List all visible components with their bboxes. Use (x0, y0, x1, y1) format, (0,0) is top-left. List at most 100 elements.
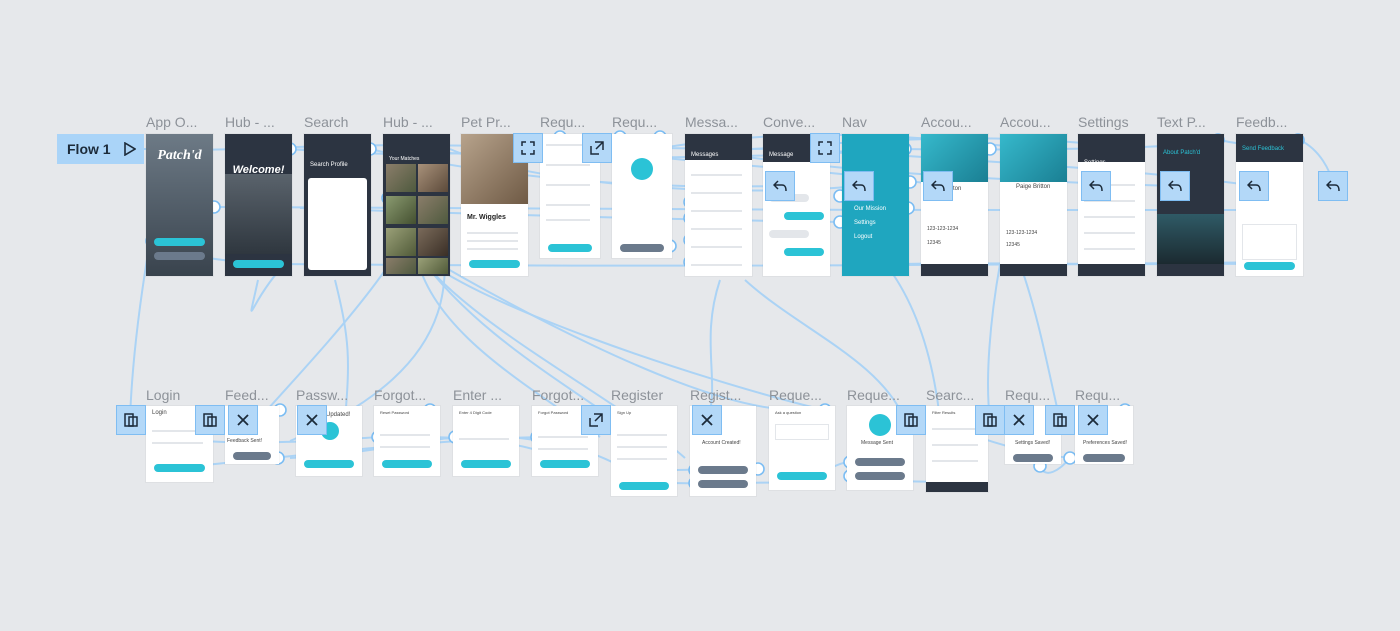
frame-search[interactable]: Search Profile (304, 134, 371, 276)
close-overlay-icon[interactable] (228, 405, 258, 435)
sign-up-button[interactable] (154, 252, 205, 260)
frame-nav[interactable]: Our Mission Settings Logout (842, 134, 909, 276)
play-icon[interactable] (124, 142, 136, 156)
frame-label-request-question: Reque... (769, 387, 822, 403)
overlay-expand-icon[interactable] (513, 133, 543, 163)
frame-label-account-2: Accou... (1000, 114, 1051, 130)
forgot-password-title: Forgot Password (538, 410, 569, 415)
frame-label-registered: Regist... (690, 387, 742, 403)
account-name-2: Paige Britton (1016, 184, 1051, 190)
frame-messages[interactable]: Messages (685, 134, 752, 276)
frame-label-nav: Nav (842, 114, 867, 130)
swap-overlay-icon[interactable] (116, 405, 146, 435)
frame-pet-profile[interactable]: Mr. Wiggles (461, 134, 528, 276)
home-button[interactable] (698, 466, 748, 474)
frame-hub-matches[interactable]: Your Matches (383, 134, 450, 276)
nav-item-mission[interactable]: Our Mission (854, 206, 887, 212)
messages-button-2[interactable] (855, 472, 905, 480)
frame-label-search-filter: Searc... (926, 387, 975, 403)
frame-register[interactable]: Sign Up (611, 406, 677, 496)
frame-account-2[interactable]: Paige Britton 123-123-1234 12345 (1000, 134, 1067, 276)
frame-label-pet-profile: Pet Pr... (461, 114, 511, 130)
frame-label-feedback-sent: Feed... (225, 387, 269, 403)
back-arrow-icon[interactable] (1318, 171, 1348, 201)
frame-label-hub-welcome: Hub - ... (225, 114, 275, 130)
nav-item-logout[interactable]: Logout (854, 234, 873, 240)
brand-logo: Patch'd (157, 148, 202, 163)
frame-settings[interactable]: Settings (1078, 134, 1145, 276)
frame-enter-code[interactable]: Enter 4 Digit Code (453, 406, 519, 476)
view-matches-button[interactable] (1083, 454, 1125, 462)
preferences-saved-title: Preferences Saved! (1083, 440, 1127, 446)
home-button-2[interactable] (855, 458, 905, 466)
frame-label-messages: Messa... (685, 114, 738, 130)
settings-saved-button[interactable] (1013, 454, 1053, 462)
settings-title: Settings (1084, 160, 1106, 166)
open-overlay-icon[interactable] (582, 133, 612, 163)
overlay-expand-icon-2[interactable] (810, 133, 840, 163)
messages-button[interactable] (620, 244, 664, 252)
back-arrow-icon[interactable] (844, 171, 874, 201)
frame-forgot-reset[interactable]: Reset Password (374, 406, 440, 476)
pet-action-button[interactable] (469, 260, 520, 268)
reset-password-title: Reset Password (380, 410, 410, 415)
frame-app-overview[interactable]: Patch'd (146, 134, 213, 276)
frame-label-enter-code: Enter ... (453, 387, 503, 403)
swap-overlay-icon[interactable] (975, 405, 1005, 435)
frame-feedback[interactable]: Send Feedback (1236, 134, 1303, 276)
reset-password-button[interactable] (382, 460, 432, 468)
frame-label-request-2: Requ... (612, 114, 658, 130)
back-arrow-icon[interactable] (923, 171, 953, 201)
feedback-sent-button[interactable] (233, 452, 271, 460)
account-zip: 12345 (927, 240, 941, 246)
messages-title: Messages (691, 152, 719, 158)
frame-label-password-updated: Passw... (296, 387, 349, 403)
swap-overlay-icon[interactable] (896, 405, 926, 435)
frame-account-1[interactable]: Paige Britton 123-123-1234 12345 (921, 134, 988, 276)
close-overlay-icon[interactable] (692, 405, 722, 435)
forgot-continue-button[interactable] (540, 460, 590, 468)
about-title: About Patch'd (1163, 150, 1201, 156)
start-search-button-2[interactable] (698, 480, 748, 488)
pet-name-title: Mr. Wiggles (467, 214, 506, 221)
frame-label-forgot-password: Forgot... (532, 387, 585, 403)
close-overlay-icon[interactable] (297, 405, 327, 435)
send-button[interactable] (777, 472, 827, 480)
nav-item-settings[interactable]: Settings (854, 220, 876, 226)
password-login-button[interactable] (304, 460, 354, 468)
back-arrow-icon[interactable] (765, 171, 795, 201)
frame-text-page[interactable]: About Patch'd (1157, 134, 1224, 276)
settings-saved-title: Settings Saved! (1015, 440, 1051, 446)
swap-overlay-icon[interactable] (1045, 405, 1075, 435)
back-arrow-icon[interactable] (1081, 171, 1111, 201)
start-search-button[interactable] (233, 260, 284, 268)
frame-request-question[interactable]: Ask a question (769, 406, 835, 490)
frame-label-feedback: Feedb... (1236, 114, 1288, 130)
frame-label-request-sent: Reque... (847, 387, 900, 403)
frame-request-2[interactable] (612, 134, 672, 258)
back-arrow-icon[interactable] (1160, 171, 1190, 201)
sign-up-title: Sign Up (617, 410, 632, 415)
account-phone: 123-123-1234 (927, 226, 959, 232)
frame-hub-welcome[interactable]: Welcome! (225, 134, 292, 276)
submit-feedback-button[interactable] (1244, 262, 1295, 270)
swap-overlay-icon[interactable] (195, 405, 225, 435)
close-overlay-icon[interactable] (1004, 405, 1034, 435)
message-sent-check-icon (869, 414, 891, 436)
log-in-button[interactable] (154, 238, 205, 246)
frame-label-login: Login (146, 387, 181, 403)
login-button[interactable] (154, 464, 205, 472)
submit-request-button[interactable] (548, 244, 592, 252)
updated-title: Updated! (326, 412, 351, 418)
frame-label-forgot-reset: Forgot... (374, 387, 427, 403)
back-arrow-icon[interactable] (1239, 171, 1269, 201)
open-overlay-icon[interactable] (581, 405, 611, 435)
register-button[interactable] (619, 482, 669, 490)
frame-label-hub-matches: Hub - ... (383, 114, 433, 130)
close-overlay-icon[interactable] (1078, 405, 1108, 435)
frame-label-search: Search (304, 114, 349, 130)
flow-start-badge[interactable]: Flow 1 (57, 134, 144, 164)
continue-button[interactable] (461, 460, 511, 468)
frame-label-preferences-saved: Requ... (1075, 387, 1121, 403)
